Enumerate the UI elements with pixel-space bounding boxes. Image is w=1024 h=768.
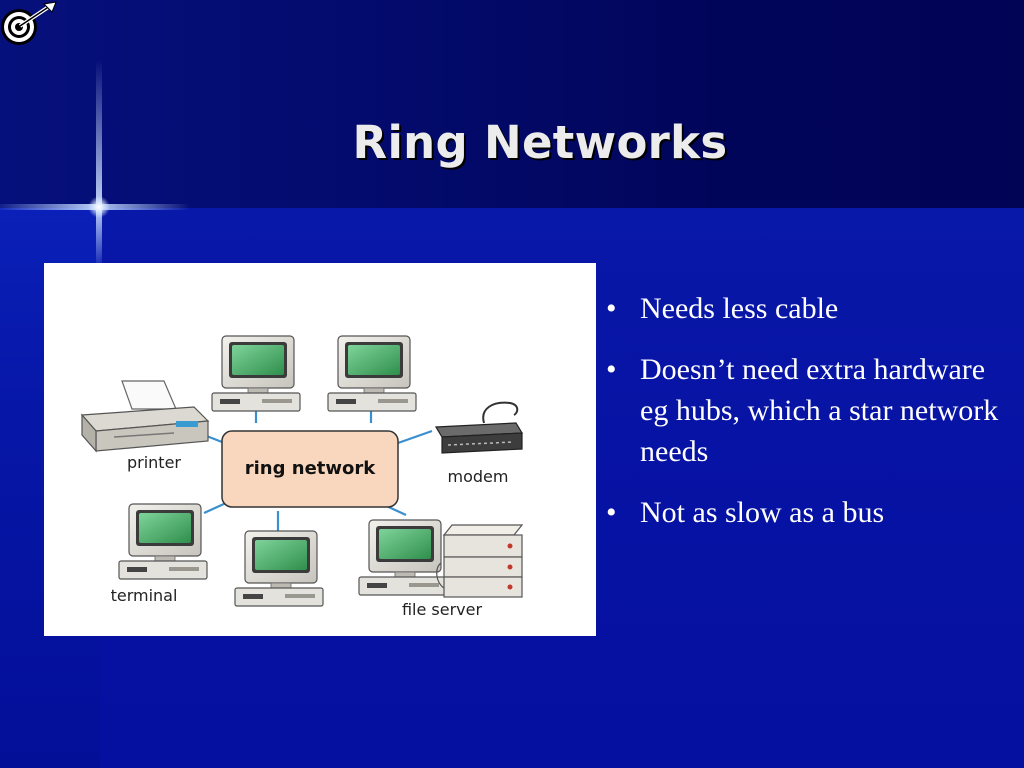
bottom-computer-icon <box>234 530 324 607</box>
bullet-item: • Doesn’t need extra hardware eg hubs, wh… <box>604 349 1004 472</box>
bullet-dot: • <box>606 292 617 325</box>
terminal-computer-icon <box>118 503 208 580</box>
flare-star <box>88 196 110 218</box>
top-right-computer-icon <box>327 335 417 412</box>
bullet-text: Not as slow as a bus <box>640 496 885 529</box>
ring-network-label: ring network <box>245 458 377 479</box>
server-stack-icon <box>436 524 524 598</box>
header-band <box>0 0 1024 208</box>
slide-title: Ring Networks <box>352 116 728 170</box>
target-arrow-icon <box>0 0 60 50</box>
modem-icon <box>434 401 524 454</box>
terminal-label: terminal <box>111 586 178 605</box>
bullet-text: Doesn’t need extra hardware eg hubs, whi… <box>640 353 999 468</box>
top-left-computer-icon <box>211 335 301 412</box>
bullet-dot: • <box>606 496 617 529</box>
ring-network-box: ring network <box>221 430 399 508</box>
modem-label: modem <box>448 467 509 486</box>
printer-label: printer <box>127 453 181 472</box>
bullet-item: • Needs less cable <box>604 288 1004 329</box>
printer-icon <box>80 380 210 453</box>
file-server-label: file server <box>402 600 483 619</box>
ring-network-diagram: ring network printer modem terminal file… <box>44 263 596 636</box>
flare-vertical <box>96 60 102 270</box>
bullet-dot: • <box>606 353 617 386</box>
bullet-item: • Not as slow as a bus <box>604 492 1004 533</box>
file-server-computer-icon <box>358 519 448 596</box>
bullet-text: Needs less cable <box>640 292 839 325</box>
bullet-list: • Needs less cable • Doesn’t need extra ha… <box>604 288 1004 553</box>
